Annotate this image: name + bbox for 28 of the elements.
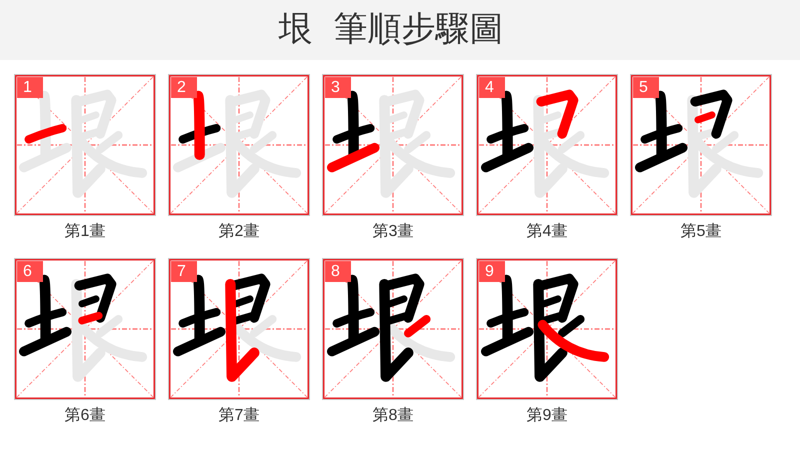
step-caption: 第5畫: [680, 222, 722, 242]
step-number: 8: [325, 261, 351, 282]
step-caption: 第8畫: [372, 406, 414, 426]
grid-box: [322, 258, 464, 400]
grid-box: [14, 258, 156, 400]
step-caption: 第7畫: [218, 406, 260, 426]
step-caption: 第9畫: [526, 406, 568, 426]
grid-box: [168, 74, 310, 216]
step-number: 6: [17, 261, 43, 282]
step-number: 4: [479, 77, 505, 98]
grid-box: [14, 74, 156, 216]
step-caption: 第2畫: [218, 222, 260, 242]
grid-box: [322, 74, 464, 216]
step-number: 1: [17, 77, 43, 98]
step-caption: 第6畫: [64, 406, 106, 426]
title: 垠 筆順步驟圖: [278, 8, 504, 50]
step-number: 2: [171, 77, 197, 98]
step-number: 7: [171, 261, 197, 282]
step-caption: 第1畫: [64, 222, 106, 242]
grid-box: [630, 74, 772, 216]
step-number: 9: [479, 261, 505, 282]
grid-box: [476, 258, 618, 400]
grid-box: [476, 74, 618, 216]
grid-box: [168, 258, 310, 400]
step-number: 5: [633, 77, 659, 98]
step-number: 3: [325, 77, 351, 98]
step-caption: 第4畫: [526, 222, 568, 242]
step-caption: 第3畫: [372, 222, 414, 242]
